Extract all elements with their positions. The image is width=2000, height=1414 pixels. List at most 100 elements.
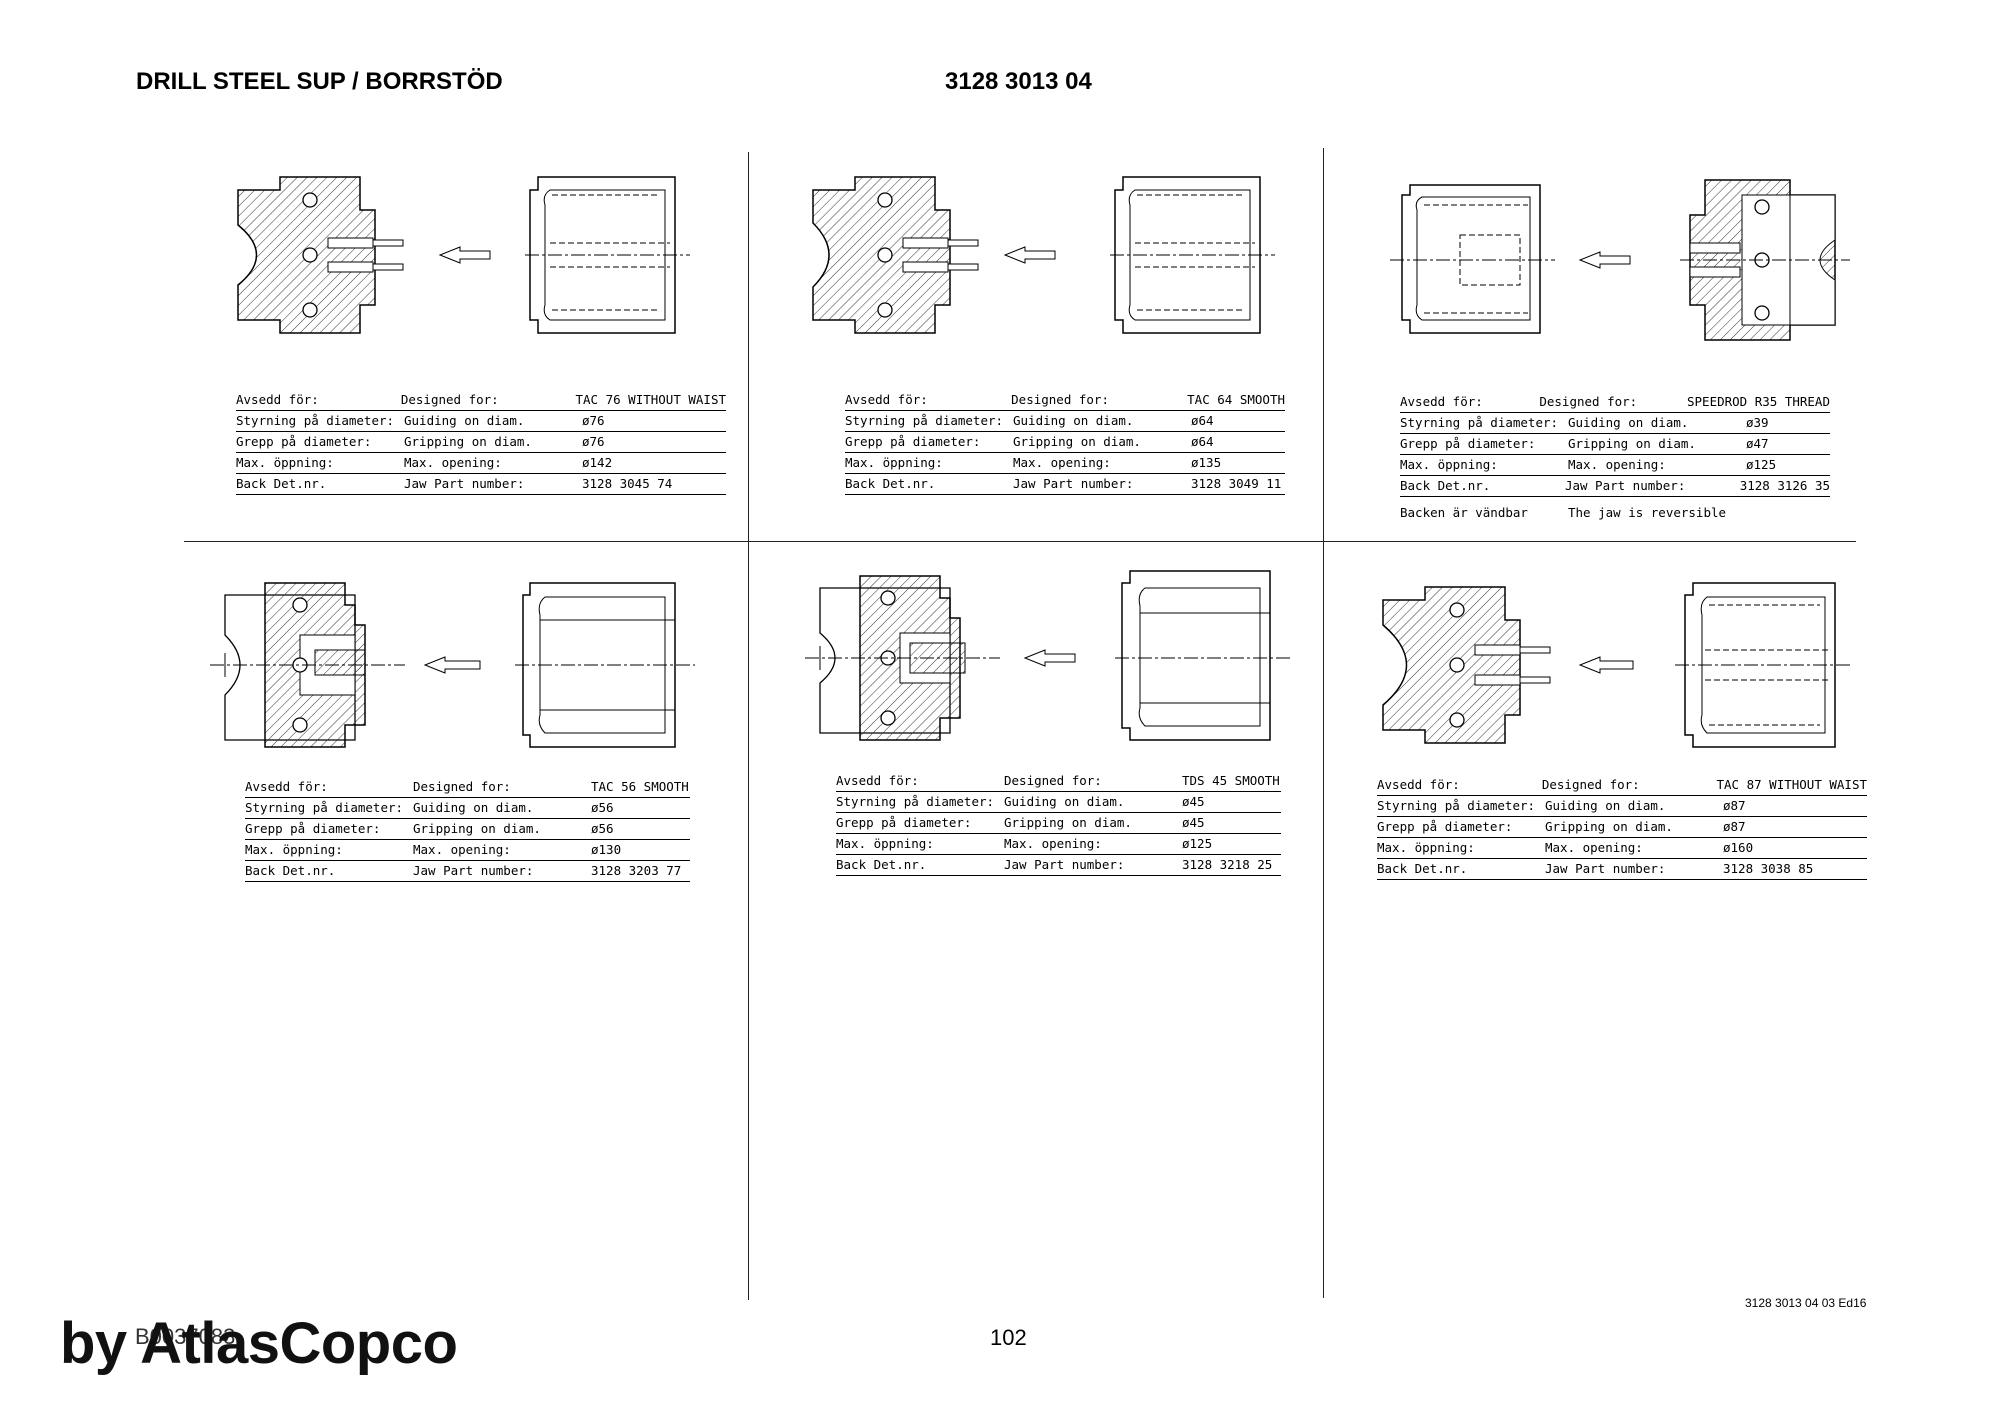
spec-row-max-opening: Max. öppning:Max. opening:ø142 <box>236 453 726 474</box>
spec-row-designed-for: Avsedd för:Designed for:TAC 56 SMOOTH <box>245 777 690 798</box>
spec-label-en: Designed for: <box>1539 394 1638 409</box>
spec-label-sv: Back Det.nr. <box>245 863 336 878</box>
spec-table-tac56: Avsedd för:Designed for:TAC 56 SMOOTH St… <box>245 777 690 882</box>
page-number: 102 <box>990 1325 1027 1350</box>
spec-row-designed-for: Avsedd för: Designed for: TAC 87 WITHOUT W… <box>1377 775 1867 796</box>
reference-code: 3128 3013 04 03 Ed16 <box>1745 1296 1867 1310</box>
spec-value: 3128 3038 85 <box>1723 861 1814 876</box>
spec-value: SPEEDROD R35 THREAD <box>1687 394 1830 409</box>
spec-value: ø142 <box>582 455 613 470</box>
spec-value: ø160 <box>1723 840 1754 855</box>
spec-value: 3128 3203 77 <box>591 863 682 878</box>
spec-value: ø87 <box>1723 798 1746 813</box>
spec-value: 3128 3049 11 <box>1191 476 1282 491</box>
spec-label-sv: Max. öppning: <box>836 836 934 851</box>
spec-label-sv: Back Det.nr. <box>845 476 936 491</box>
document-part-number: 3128 3013 04 <box>945 68 1092 95</box>
spec-row-part-number: Back Det.nr. Jaw Part number: 3128 3038 85 <box>1377 859 1867 880</box>
spec-label-sv: Back Det.nr. <box>1377 861 1468 876</box>
spec-label-sv: Styrning på diameter: <box>1400 415 1559 430</box>
spec-row-gripping: Grepp på diameter:Gripping on diam.ø47 <box>1400 434 1830 455</box>
spec-label-en: Max. opening: <box>1013 455 1111 470</box>
footer-document-code: B0037083 <box>135 1324 236 1349</box>
spec-label-en: Jaw Part number: <box>413 863 534 878</box>
spec-row-guiding: Styrning på diameter:Guiding on diam.ø45 <box>836 792 1281 813</box>
spec-value: 3128 3045 74 <box>582 476 673 491</box>
spec-label-sv: Styrning på diameter: <box>1377 798 1536 813</box>
spec-label-sv: Back Det.nr. <box>836 857 927 872</box>
spec-value: ø76 <box>582 434 605 449</box>
divider-horizontal <box>184 541 1856 542</box>
spec-label-en: Designed for: <box>1541 777 1640 792</box>
spec-row-designed-for: Avsedd för:Designed for:TDS 45 SMOOTH <box>836 771 1281 792</box>
spec-label-sv: Back Det.nr. <box>1400 478 1491 493</box>
jaw-drawing-tac64 <box>812 176 1275 334</box>
spec-label-sv: Grepp på diameter: <box>1400 436 1536 451</box>
spec-label-sv: Avsedd för: <box>236 392 319 407</box>
spec-label-sv: Styrning på diameter: <box>245 800 404 815</box>
spec-label-en: Max. opening: <box>404 455 502 470</box>
spec-label-en: Guiding on diam. <box>404 413 525 428</box>
jaw-drawing-tac87 <box>1382 582 1850 748</box>
spec-value: ø47 <box>1746 436 1769 451</box>
spec-row-guiding: Styrning på diameter:Guiding on diam.ø39 <box>1400 413 1830 434</box>
spec-label-en: Designed for: <box>413 779 511 794</box>
spec-value: TDS 45 SMOOTH <box>1182 773 1280 788</box>
spec-table-tac87: Avsedd för: Designed for: TAC 87 WITHOUT W… <box>1377 775 1867 880</box>
spec-row-max-opening: Max. öppning:Max. opening:ø125 <box>1400 455 1830 476</box>
spec-row-gripping: Grepp på diameter: Gripping on diam. ø45 <box>836 813 1281 834</box>
spec-value: ø45 <box>1182 815 1205 830</box>
spec-row-part-number: Back Det.nr. Jaw Part number: 3128 3049 11 <box>845 474 1285 495</box>
spec-row-part-number: Back Det.nr. Jaw Part number: 3128 3203 77 <box>245 861 690 882</box>
spec-label-sv: Grepp på diameter: <box>245 821 381 836</box>
spec-value: ø130 <box>591 842 622 857</box>
spec-label-en: Jaw Part number: <box>1545 861 1666 876</box>
spec-value: ø39 <box>1746 415 1769 430</box>
spec-value: TAC 76 WITHOUT WAIST <box>575 392 726 407</box>
spec-label-sv: Grepp på diameter: <box>1377 819 1513 834</box>
spec-label-en: Gripping on diam. <box>1013 434 1141 449</box>
spec-value: TAC 64 SMOOTH <box>1187 392 1285 407</box>
spec-value: TAC 87 WITHOUT WAIST <box>1716 777 1867 792</box>
divider-vertical-2 <box>1323 148 1324 1298</box>
spec-label-sv: Avsedd för: <box>1400 394 1483 409</box>
spec-row-designed-for: Avsedd för:Designed for:TAC 76 WITHOUT W… <box>236 390 726 411</box>
spec-row-max-opening: Max. öppning: Max. opening: ø125 <box>836 834 1281 855</box>
spec-value: ø125 <box>1182 836 1213 851</box>
spec-label-en: Designed for: <box>1011 392 1109 407</box>
spec-label-en: Max. opening: <box>413 842 511 857</box>
spec-label-en: Max. opening: <box>1004 836 1102 851</box>
spec-label-sv: Grepp på diameter: <box>845 434 981 449</box>
spec-table-speedrod-r35: Avsedd för: Designed for: SPEEDROD R35 THR… <box>1400 392 1830 523</box>
spec-row-part-number: Back Det.nr.Jaw Part number:3128 3218 25 <box>836 855 1281 876</box>
spec-table-tac76: Avsedd för:Designed for:TAC 76 WITHOUT W… <box>236 390 726 495</box>
spec-label-en: Jaw Part number: <box>1004 857 1125 872</box>
spec-label-en: Max. opening: <box>1568 457 1666 472</box>
spec-table-tds45: Avsedd för:Designed for:TDS 45 SMOOTH St… <box>836 771 1281 876</box>
spec-value: ø56 <box>591 800 614 815</box>
spec-row-gripping: Grepp på diameter:Gripping on diam.ø76 <box>236 432 726 453</box>
spec-label-en: Guiding on diam. <box>1545 798 1666 813</box>
document-title: DRILL STEEL SUP / BORRSTÖD <box>136 68 503 95</box>
watermark-logo-text: by AtlasCopco <box>60 1311 458 1376</box>
spec-value: ø64 <box>1191 434 1214 449</box>
spec-row-max-opening: Max. öppning:Max. opening:ø135 <box>845 453 1285 474</box>
spec-row-gripping: Grepp på diameter:Gripping on diam.ø56 <box>245 819 690 840</box>
spec-label-en: Jaw Part number: <box>1013 476 1134 491</box>
spec-table-tac64: Avsedd för: Designed for: TAC 64 SMOOTH St… <box>845 390 1285 495</box>
spec-label-sv: Back Det.nr. <box>236 476 327 491</box>
spec-row-guiding: Styrning på diameter: Guiding on diam. ø87 <box>1377 796 1867 817</box>
spec-row-gripping: Grepp på diameter: Gripping on diam. ø64 <box>845 432 1285 453</box>
jaw-drawing-tac76 <box>237 176 690 334</box>
spec-label-sv: Styrning på diameter: <box>236 413 395 428</box>
spec-label-sv: Avsedd för: <box>1377 777 1460 792</box>
spec-label-en: Gripping on diam. <box>1004 815 1132 830</box>
spec-label-sv: Avsedd för: <box>845 392 928 407</box>
spec-label-sv: Styrning på diameter: <box>845 413 1004 428</box>
spec-note-en: The jaw is reversible <box>1568 505 1727 520</box>
spec-value: ø45 <box>1182 794 1205 809</box>
spec-label-sv: Grepp på diameter: <box>836 815 972 830</box>
spec-label-sv: Max. öppning: <box>845 455 943 470</box>
spec-value: ø87 <box>1723 819 1746 834</box>
